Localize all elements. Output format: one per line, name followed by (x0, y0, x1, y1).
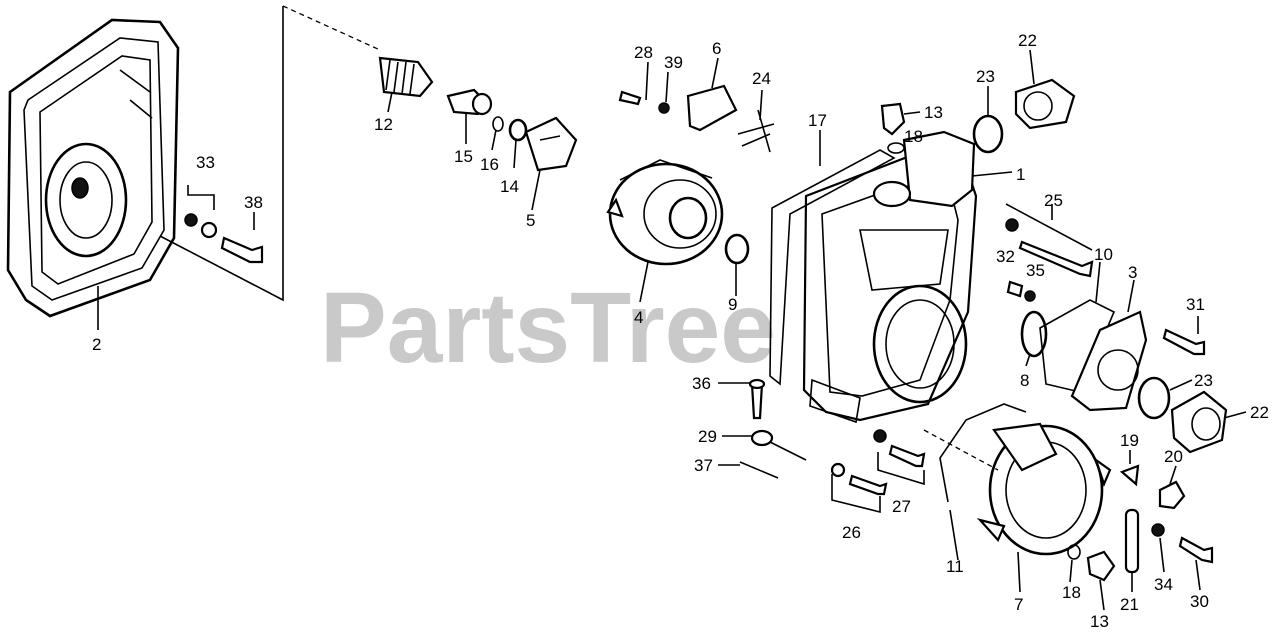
part-16-o-ring[interactable] (492, 116, 504, 132)
part-13-drain-plug[interactable] (880, 102, 906, 136)
part-33-washer[interactable] (184, 185, 218, 239)
part-26-bolt-set[interactable] (830, 462, 888, 514)
part-23-gasket[interactable] (1137, 376, 1171, 420)
callout-39: 39 (664, 53, 683, 72)
part-36-pin[interactable] (748, 378, 766, 420)
part-3-inlet-flange[interactable] (1070, 310, 1148, 412)
callout-33: 33 (196, 153, 215, 172)
callout-28: 28 (634, 43, 653, 62)
callout-31: 31 (1186, 295, 1205, 314)
callout-30: 30 (1190, 592, 1209, 611)
part-30-bolt[interactable] (1178, 536, 1214, 564)
callout-7: 7 (1014, 595, 1023, 614)
part-7-pump-cover[interactable] (976, 422, 1112, 556)
part-6-bracket[interactable] (686, 84, 738, 132)
part-19-knob[interactable] (1119, 464, 1140, 487)
part-21-shaft[interactable] (1124, 508, 1140, 574)
callout-27: 27 (892, 497, 911, 516)
callout-26: 26 (842, 523, 861, 542)
callout-32: 32 (996, 247, 1015, 266)
part-29-eye-bolt[interactable] (750, 429, 807, 461)
part-38-bolt[interactable] (220, 236, 264, 264)
callout-36: 36 (692, 374, 711, 393)
callout-22-top: 22 (1018, 31, 1037, 50)
part-18-washer[interactable] (887, 142, 905, 154)
part-22-outlet-flange[interactable] (1014, 78, 1076, 130)
callout-8: 8 (1020, 371, 1029, 390)
part-5-mechanical-seal[interactable] (524, 116, 578, 172)
part-22-inlet-fitting[interactable] (1170, 390, 1228, 454)
part-18-washer-lower[interactable] (1067, 544, 1081, 560)
callout-1: 1 (1016, 165, 1025, 184)
part-31-bolt[interactable] (1162, 328, 1206, 356)
callout-5: 5 (526, 211, 535, 230)
part-4-impeller[interactable] (606, 159, 724, 266)
part-34-washer[interactable] (1151, 523, 1165, 537)
callout-11: 11 (946, 557, 964, 576)
part-28-bolt[interactable] (618, 90, 642, 106)
callout-15: 15 (454, 147, 473, 166)
part-13-drain-plug-lower[interactable] (1086, 550, 1116, 582)
callout-10: 10 (1094, 245, 1113, 264)
callout-4: 4 (634, 308, 643, 327)
callout-25: 25 (1044, 191, 1063, 210)
watermark: PartsTree (320, 272, 776, 384)
callout-labels: 2 33 38 12 15 16 14 5 4 9 28 39 6 24 17 … (92, 31, 1269, 631)
part-8-o-ring[interactable] (1020, 310, 1048, 358)
callout-9: 9 (728, 295, 737, 314)
callout-35: 35 (1026, 261, 1045, 280)
callout-20: 20 (1164, 447, 1183, 466)
callout-22-right: 22 (1250, 403, 1269, 422)
callout-18-bottom: 18 (1062, 583, 1081, 602)
part-20-knob[interactable] (1158, 480, 1186, 510)
callout-21: 21 (1120, 595, 1139, 614)
callout-13-top: 13 (924, 103, 943, 122)
callout-29: 29 (698, 427, 717, 446)
callout-13-bottom: 13 (1090, 612, 1109, 631)
part-17-gasket[interactable] (769, 149, 896, 386)
part-32-washer[interactable] (1006, 280, 1024, 298)
part-39-nut[interactable] (658, 102, 670, 114)
callout-2: 2 (92, 335, 101, 354)
callout-18-top: 18 (904, 127, 923, 146)
callout-12: 12 (374, 115, 393, 134)
part-11-gasket[interactable] (939, 403, 1027, 503)
part-37-cotter-pin[interactable] (739, 461, 779, 479)
callout-16: 16 (480, 155, 499, 174)
part-27-bolt-set[interactable] (873, 429, 926, 486)
part-35-nut[interactable] (1024, 290, 1036, 302)
part-24-clip[interactable] (737, 109, 775, 153)
part-25-stud-bolt[interactable] (1005, 203, 1094, 278)
callout-6: 6 (712, 39, 721, 58)
part-1-pump-casing[interactable] (802, 130, 978, 424)
callout-19: 19 (1120, 431, 1139, 450)
callout-34: 34 (1154, 575, 1173, 594)
part-2-volute-cover[interactable] (6, 18, 180, 318)
callout-24: 24 (752, 69, 771, 88)
part-15-shaft-sleeve[interactable] (446, 88, 493, 116)
part-23-gasket[interactable] (972, 114, 1004, 154)
part-14-seal-ring[interactable] (508, 118, 528, 142)
part-9-o-ring[interactable] (724, 233, 750, 265)
callout-17: 17 (808, 111, 827, 130)
callout-14: 14 (500, 177, 519, 196)
callout-23-right: 23 (1194, 371, 1213, 390)
callout-38: 38 (244, 193, 263, 212)
callout-3: 3 (1128, 263, 1137, 282)
part-12-check-valve[interactable] (378, 56, 434, 98)
callout-23-top: 23 (976, 67, 995, 86)
leader-lines (97, 49, 1247, 611)
callout-37: 37 (694, 456, 713, 475)
